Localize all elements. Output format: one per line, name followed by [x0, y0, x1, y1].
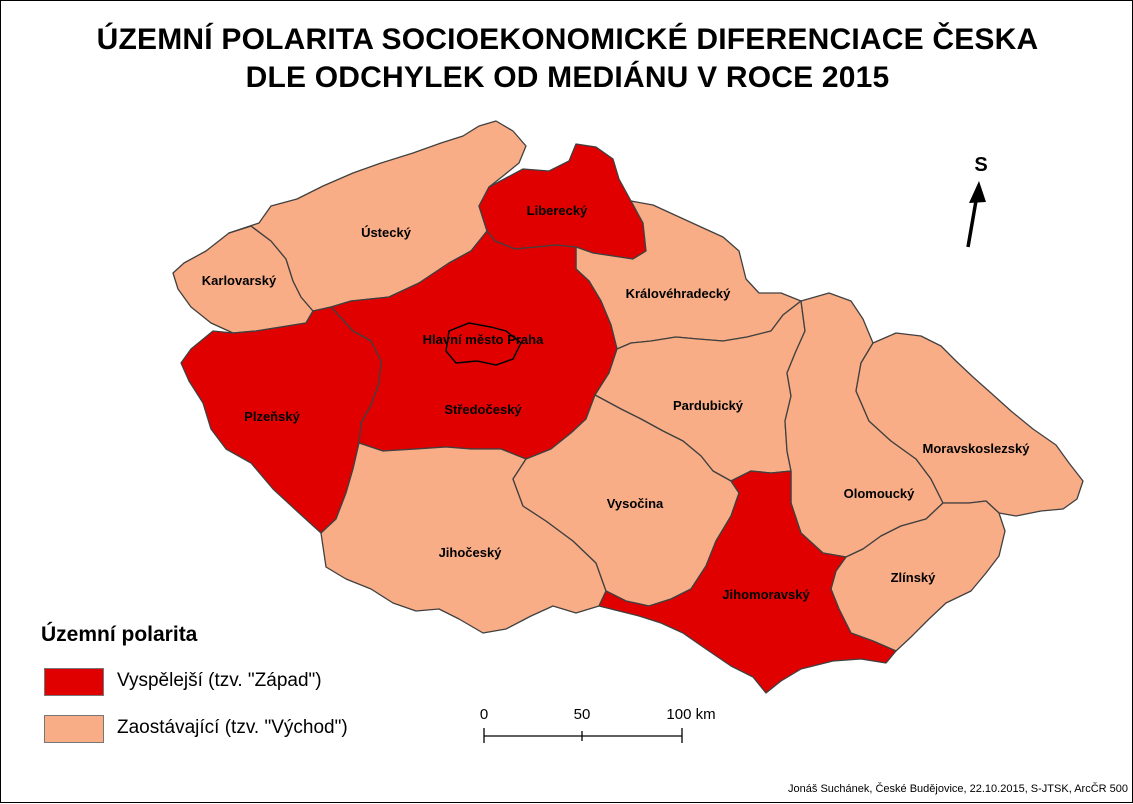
- region-jihomoravsky: [598, 470, 897, 694]
- scale-bar: 0 50 100 km: [480, 706, 716, 743]
- label-liberecky: Liberecký: [527, 203, 588, 218]
- region-ustecky: [228, 120, 527, 312]
- north-letter: S: [974, 154, 987, 176]
- scale-label-50: 50: [574, 706, 591, 723]
- label-jihomoravsky: Jihomoravský: [722, 587, 810, 602]
- label-ustecky: Ústecký: [361, 225, 412, 240]
- label-praha: Hlavní město Praha: [423, 332, 544, 347]
- label-jihocesky: Jihočeský: [439, 545, 503, 560]
- map-title-line-1: ÚZEMNÍ POLARITA SOCIOEKONOMICKÉ DIFERENC…: [96, 23, 1039, 56]
- legend-swatch-east: [44, 715, 104, 743]
- label-karlovarsky: Karlovarský: [202, 273, 277, 288]
- map-credit: Jonáš Suchánek, České Budějovice, 22.10.…: [788, 783, 1128, 795]
- north-arrow-icon: [966, 181, 986, 248]
- legend-title: Územní polarita: [41, 623, 198, 646]
- label-pardubicky: Pardubický: [673, 398, 744, 413]
- region-moravskoslezsky: [855, 332, 1084, 517]
- label-plzensky: Plzeňský: [244, 409, 300, 424]
- label-kralovehradecky: Královéhradecký: [626, 286, 732, 301]
- region-jihocesky: [320, 442, 607, 634]
- map-title: ÚZEMNÍ POLARITA SOCIOEKONOMICKÉ DIFERENC…: [1, 21, 1133, 97]
- scale-label-100: 100 km: [666, 706, 715, 723]
- region-plzensky: [180, 306, 382, 534]
- label-stredocesky: Středočeský: [444, 402, 522, 417]
- map-title-line-2: DLE ODCHYLEK OD MEDIÁNU V ROCE 2015: [245, 61, 890, 94]
- legend-label-west: Vyspělejší (tzv. "Západ"): [117, 670, 322, 691]
- label-moravskoslezsky: Moravskoslezský: [923, 441, 1031, 456]
- praha-boundary: [445, 322, 522, 366]
- region-polygons: [172, 120, 1084, 694]
- scale-label-0: 0: [480, 706, 488, 723]
- legend-swatch-west: [44, 668, 104, 696]
- legend-label-east: Zaostávající (tzv. "Východ"): [117, 717, 348, 738]
- region-labels: Karlovarský Ústecký Liberecký Královéhra…: [202, 203, 1030, 602]
- label-zlinsky: Zlínský: [891, 570, 937, 585]
- label-olomoucky: Olomoucký: [844, 486, 916, 501]
- north-arrow: S: [966, 154, 988, 248]
- label-vysocina: Vysočina: [607, 496, 664, 511]
